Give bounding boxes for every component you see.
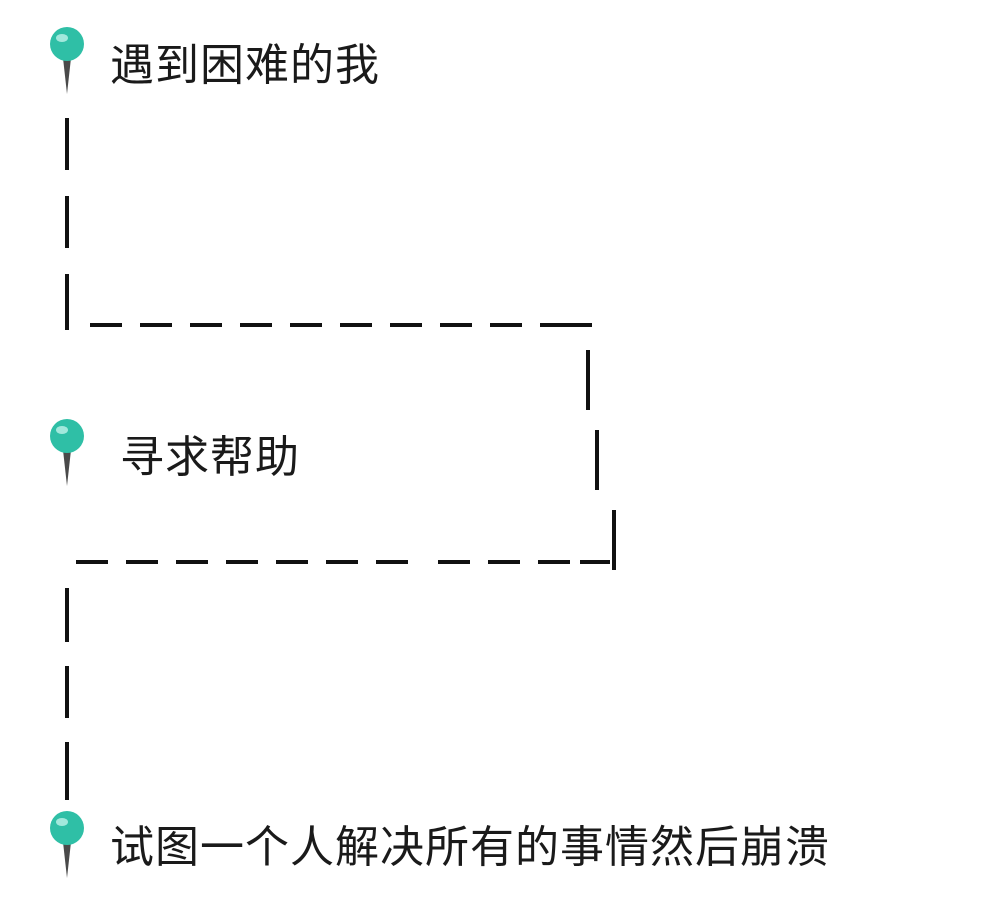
pin-icon [50,419,84,486]
step-2-label: 寻求帮助 [120,432,300,483]
pin-icon [50,811,84,878]
step-3-label: 试图一个人解决所有的事情然后崩溃 [110,822,830,873]
step-1-label: 遇到困难的我 [110,40,380,91]
connector-step1-to-step2 [65,118,616,800]
pin-icon [50,27,84,94]
